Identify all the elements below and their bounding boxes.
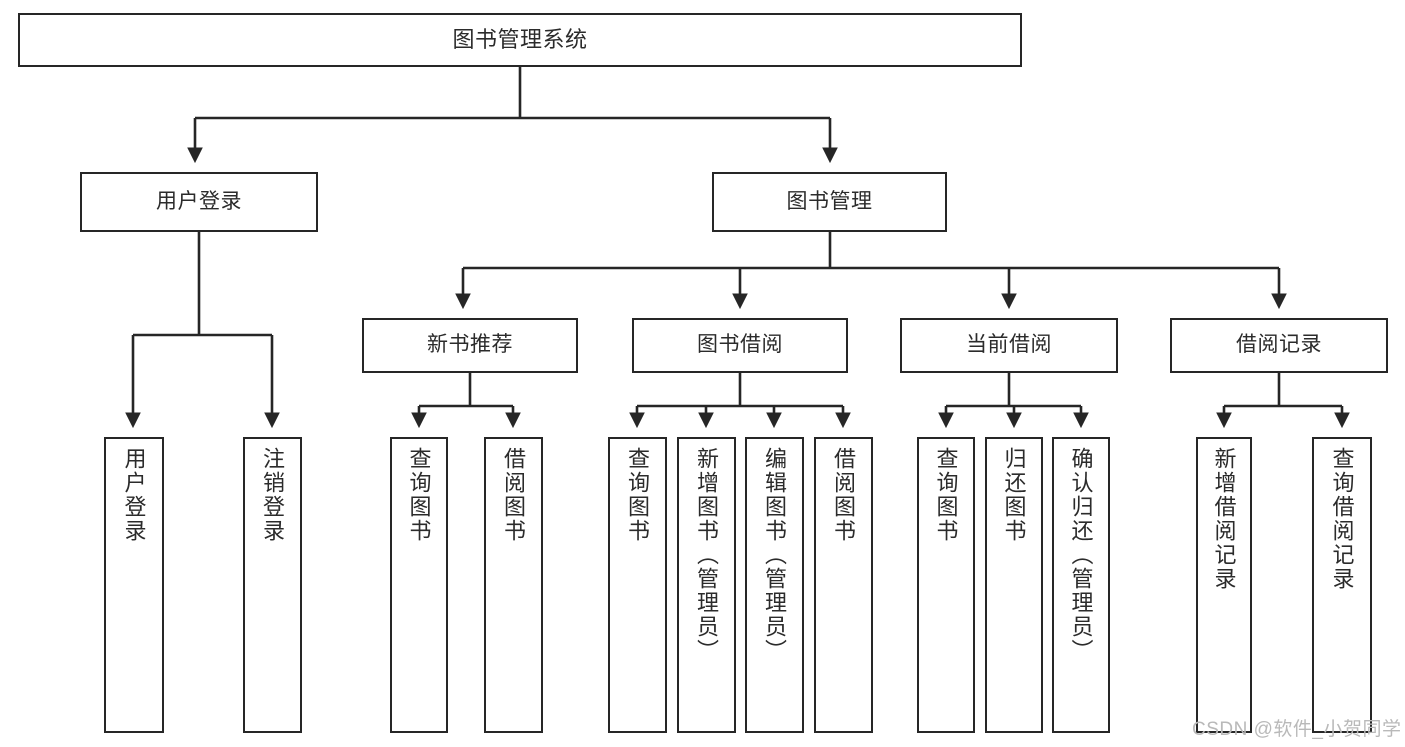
node-label: 用户登录 bbox=[156, 189, 242, 213]
node-current-borrow[interactable]: 当前借阅 bbox=[900, 318, 1118, 373]
node-label: 编辑图书（管理员） bbox=[762, 447, 788, 663]
leaf-confirm-return-admin[interactable]: 确认归还（管理员） bbox=[1052, 437, 1110, 733]
node-new-book-recommend[interactable]: 新书推荐 bbox=[362, 318, 578, 373]
node-label: 查询图书 bbox=[625, 447, 651, 543]
leaf-query-book-borrow[interactable]: 查询图书 bbox=[608, 437, 667, 733]
node-label: 借阅图书 bbox=[831, 447, 857, 543]
node-root-system[interactable]: 图书管理系统 bbox=[18, 13, 1022, 67]
node-label: 归还图书 bbox=[1001, 447, 1027, 543]
leaf-user-logout[interactable]: 注销登录 bbox=[243, 437, 302, 733]
leaf-query-book-recommend[interactable]: 查询图书 bbox=[390, 437, 448, 733]
node-label: 借阅记录 bbox=[1236, 333, 1322, 357]
leaf-borrow-book-recommend[interactable]: 借阅图书 bbox=[484, 437, 543, 733]
node-book-manage[interactable]: 图书管理 bbox=[712, 172, 947, 232]
leaf-add-borrow-record[interactable]: 新增借阅记录 bbox=[1196, 437, 1252, 733]
node-label: 查询图书 bbox=[933, 447, 959, 543]
node-label: 新增图书（管理员） bbox=[694, 447, 720, 663]
node-borrow-record[interactable]: 借阅记录 bbox=[1170, 318, 1388, 373]
node-label: 注销登录 bbox=[260, 447, 286, 543]
node-book-borrow[interactable]: 图书借阅 bbox=[632, 318, 848, 373]
node-label: 图书管理 bbox=[786, 189, 873, 213]
node-label: 查询图书 bbox=[406, 447, 432, 543]
leaf-query-borrow-record[interactable]: 查询借阅记录 bbox=[1312, 437, 1372, 733]
watermark: CSDN @软件_小贺同学 bbox=[1192, 719, 1402, 740]
node-label: 借阅图书 bbox=[501, 447, 527, 543]
node-label: 确认归还（管理员） bbox=[1068, 447, 1094, 663]
node-label: 用户登录 bbox=[121, 447, 147, 543]
leaf-edit-book-admin[interactable]: 编辑图书（管理员） bbox=[745, 437, 804, 733]
node-label: 当前借阅 bbox=[966, 333, 1052, 357]
node-label: 查询借阅记录 bbox=[1329, 447, 1355, 591]
node-label: 图书管理系统 bbox=[452, 27, 588, 53]
leaf-borrow-book[interactable]: 借阅图书 bbox=[814, 437, 873, 733]
node-label: 新书推荐 bbox=[427, 333, 513, 357]
leaf-query-book-current[interactable]: 查询图书 bbox=[917, 437, 975, 733]
node-label: 图书借阅 bbox=[697, 333, 783, 357]
leaf-add-book-admin[interactable]: 新增图书（管理员） bbox=[677, 437, 736, 733]
leaf-user-login[interactable]: 用户登录 bbox=[104, 437, 164, 733]
node-user-login[interactable]: 用户登录 bbox=[80, 172, 318, 232]
node-label: 新增借阅记录 bbox=[1211, 447, 1237, 591]
leaf-return-book[interactable]: 归还图书 bbox=[985, 437, 1043, 733]
